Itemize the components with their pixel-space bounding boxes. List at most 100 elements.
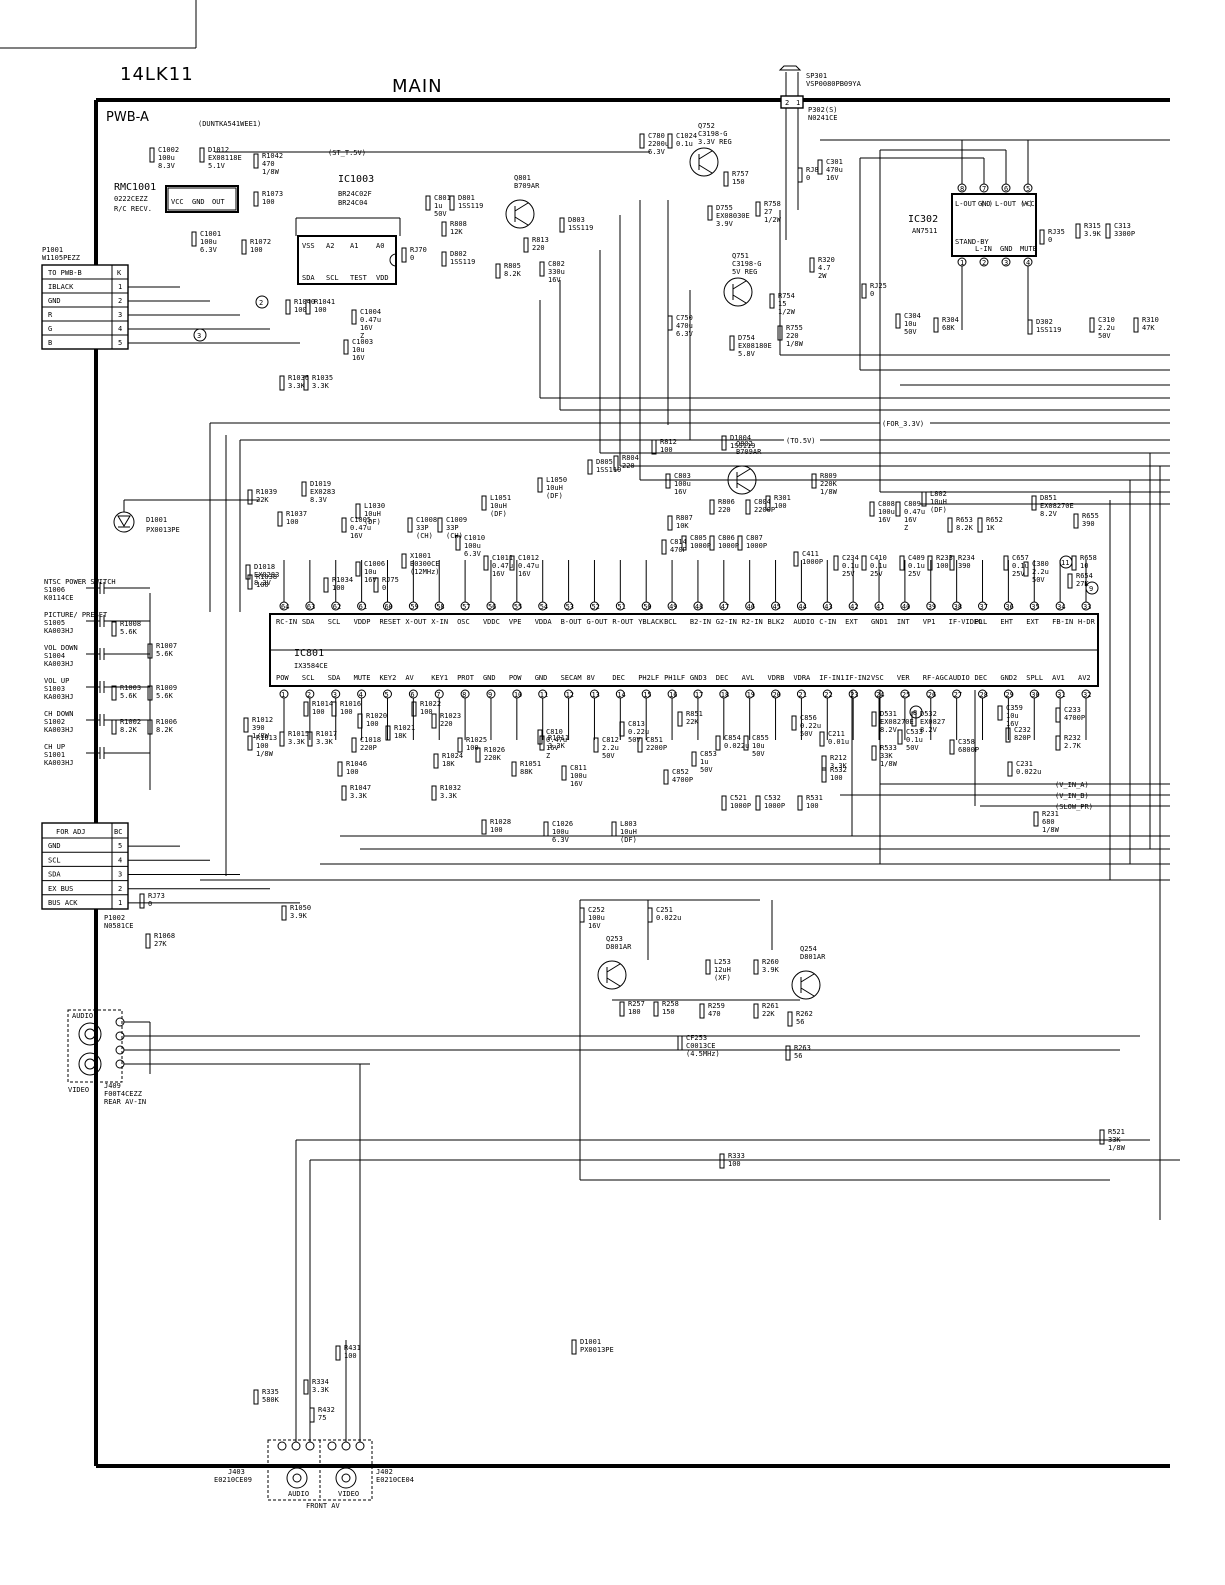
ic801-top-pin-label: VDDP xyxy=(354,618,371,626)
component-symbol xyxy=(191,231,197,247)
component-symbol xyxy=(797,167,803,183)
component-ref: R335 xyxy=(262,1388,279,1396)
component-symbol xyxy=(821,755,827,771)
component-symbol xyxy=(665,473,671,489)
j409-video-label: VIDEO xyxy=(68,1086,89,1094)
component-value: 27K xyxy=(154,940,167,948)
transistor-collector xyxy=(800,973,815,983)
component-symbol xyxy=(441,251,447,267)
component-ref: R1008 xyxy=(120,620,141,628)
component-symbol xyxy=(785,1045,791,1061)
component-ref: R1013 xyxy=(256,734,277,742)
transistor-collector xyxy=(514,202,529,212)
component-value: 1SS119 xyxy=(596,466,621,474)
component-ref: R301 xyxy=(774,494,791,502)
rmc-pin-gnd: GND xyxy=(192,198,205,206)
ic1003-pin-sda: SDA xyxy=(302,274,315,282)
component-ref: R432 xyxy=(318,1406,335,1414)
ic801-top-pin-label: BLK2 xyxy=(768,618,785,626)
ic801-pin-number: 63 xyxy=(307,603,315,611)
ic801-pin-number: 3 xyxy=(333,691,337,699)
component-value: PX0013PE xyxy=(580,1346,614,1354)
svg-text:5: 5 xyxy=(1026,185,1030,193)
component-symbol xyxy=(721,435,727,451)
connector-row-label: SCL xyxy=(48,856,61,864)
component-value: 10K xyxy=(676,522,689,530)
ic1003-part1: BR24C02F xyxy=(338,190,372,198)
component-value: 0 xyxy=(382,584,386,592)
component-symbol xyxy=(653,1001,659,1017)
ic302-pin-mute: MUTE xyxy=(1020,245,1037,253)
svg-text:9: 9 xyxy=(1089,585,1093,593)
component-symbol xyxy=(571,1339,577,1355)
ic801-bottom-pin-label: AV1 xyxy=(1052,674,1065,682)
component-value: 1/8W xyxy=(256,750,274,758)
component-symbol xyxy=(483,555,489,571)
component-ref: RJ75 xyxy=(382,576,399,584)
component-value: 100 xyxy=(250,246,263,254)
ic801-bottom-pin-label: KEY1 xyxy=(431,674,448,682)
ic801-bottom-pin-label: AV xyxy=(405,674,414,682)
ic801-top-pin-label: C-IN xyxy=(819,618,836,626)
p1002-part: N0581CE xyxy=(104,922,134,930)
ic1003-pin-vdd: VDD xyxy=(376,274,389,282)
component-symbol xyxy=(111,685,117,701)
component-ref: RJ25 xyxy=(870,282,887,290)
transistor-emitter xyxy=(606,977,621,987)
p302-part: N0241CE xyxy=(808,114,838,122)
ic801-top-pin-label: H-DR xyxy=(1078,618,1096,626)
ic801-pin-number: 8 xyxy=(462,691,466,699)
component-symbol xyxy=(699,1003,705,1019)
ic801-bottom-pin-label: SDA xyxy=(328,674,341,682)
switch-ref: S1004 xyxy=(44,652,65,660)
component-symbol xyxy=(821,767,827,783)
component-ref: R808 xyxy=(450,220,467,228)
component-symbol xyxy=(593,737,599,753)
rail-vin-b: (V_IN_B) xyxy=(840,792,1170,800)
component-symbol xyxy=(1075,223,1081,239)
transistor-collector xyxy=(698,150,713,160)
ic302-pin-loutp: L-OUT (+) xyxy=(995,200,1033,208)
transistor-desc: 3.3V REG xyxy=(698,138,732,146)
component-value: 100 xyxy=(262,198,275,206)
connector-row-label: SDA xyxy=(48,871,61,879)
component-symbol xyxy=(139,893,145,909)
transistor-part: C3198-G xyxy=(732,260,762,268)
component-symbol xyxy=(997,705,1003,721)
component-value: 75 xyxy=(318,1414,326,1422)
component-ref: R1037 xyxy=(286,510,307,518)
component-ref: R1015 xyxy=(288,730,309,738)
component-ref: C1011 xyxy=(492,554,513,562)
component-value: 5.6K xyxy=(120,692,138,700)
component-symbol xyxy=(797,795,803,811)
component-symbol xyxy=(385,725,391,741)
component-symbol xyxy=(1067,573,1073,589)
ic801-pin-number: 33 xyxy=(1083,603,1091,611)
component-symbol xyxy=(933,317,939,333)
component-symbol xyxy=(341,785,347,801)
transistor-body xyxy=(791,970,821,1000)
svg-text:4: 4 xyxy=(1026,259,1030,267)
svg-text:2: 2 xyxy=(259,299,263,307)
ic801-pin-number: 27 xyxy=(954,691,962,699)
ic801-pin-number: 25 xyxy=(902,691,910,699)
component-ref: C1018 xyxy=(360,736,381,744)
component-ref: C251 xyxy=(656,906,673,914)
component-value: 220K xyxy=(820,480,838,488)
component-symbol xyxy=(355,503,361,519)
component-value: 150 xyxy=(662,1008,675,1016)
svg-text:8: 8 xyxy=(913,709,917,717)
component-value: 0.47u xyxy=(546,736,567,744)
component-symbol xyxy=(677,1035,683,1051)
ic801-pin-number: 4 xyxy=(359,691,363,699)
ic801-pin-number: 10 xyxy=(514,691,522,699)
component-symbol xyxy=(871,745,877,761)
component-value: 8.2K xyxy=(156,726,174,734)
component-value: 820P xyxy=(1014,734,1031,742)
component-ref: R234 xyxy=(958,554,975,562)
component-ref: L1051 xyxy=(490,494,511,502)
component-ref: R1002 xyxy=(120,718,141,726)
component-value: 5.6K xyxy=(156,650,174,658)
